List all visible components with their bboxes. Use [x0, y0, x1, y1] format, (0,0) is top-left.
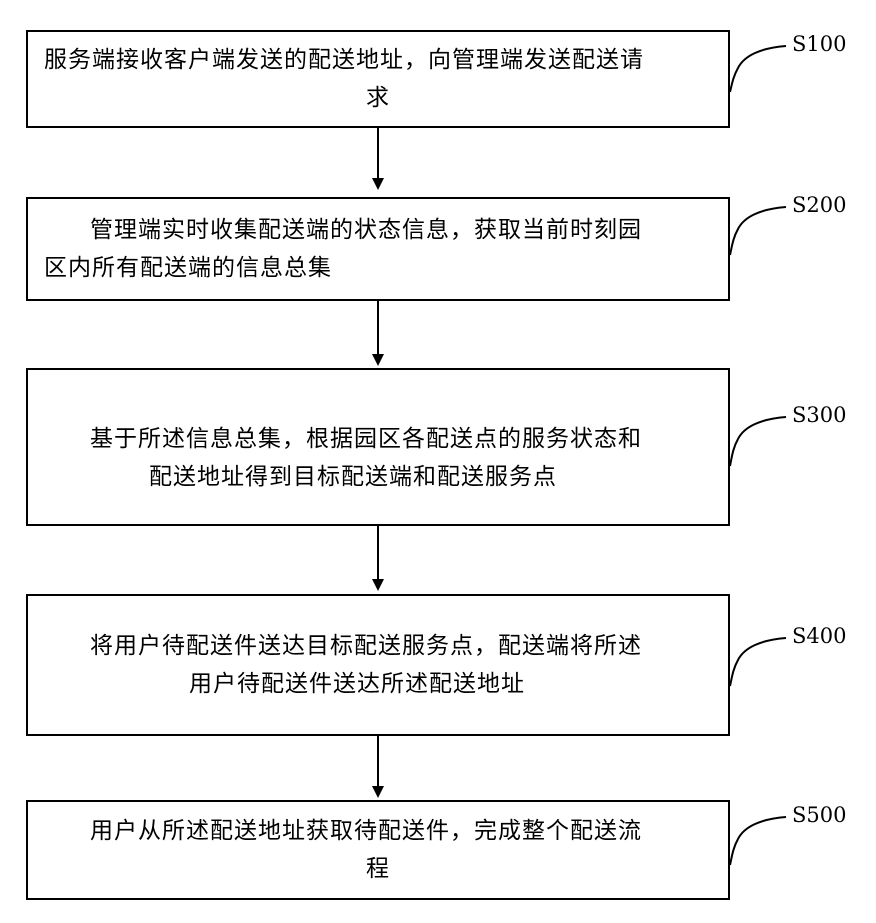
step-s100-line2: 求	[44, 79, 712, 117]
step-s100-line1: 服务端接收客户端发送的配送地址，向管理端发送配送请	[44, 41, 712, 79]
leader-curve-s500	[730, 817, 786, 865]
step-box-s100: 服务端接收客户端发送的配送地址，向管理端发送配送请 求	[26, 30, 730, 128]
flow-arrow-s300-s400	[372, 526, 384, 591]
leader-curve-s400	[730, 638, 786, 686]
step-s200-line1: 管理端实时收集配送端的状态信息，获取当前时刻园	[44, 211, 712, 249]
step-text-s200: 管理端实时收集配送端的状态信息，获取当前时刻园 区内所有配送端的信息总集	[28, 211, 728, 287]
step-s500-line1: 用户从所述配送地址获取待配送件，完成整个配送流	[44, 812, 712, 850]
step-label-s300: S300	[792, 403, 846, 427]
step-box-s300: 基于所述信息总集，根据园区各配送点的服务状态和 配送地址得到目标配送端和配送服务…	[26, 368, 730, 526]
step-s500-line2: 程	[44, 850, 712, 888]
step-label-s400: S400	[792, 624, 846, 648]
step-text-s400: 将用户待配送件送达目标配送服务点，配送端将所述 用户待配送件送达所述配送地址	[28, 627, 728, 703]
step-s400-line2: 用户待配送件送达所述配送地址	[44, 665, 712, 703]
leader-curve-s100	[730, 46, 786, 92]
step-s300-line2: 配送地址得到目标配送端和配送服务点	[44, 458, 712, 496]
step-s400-line1: 将用户待配送件送达目标配送服务点，配送端将所述	[44, 627, 712, 665]
leader-curve-s200	[730, 207, 786, 255]
step-label-s200: S200	[792, 193, 846, 217]
flow-arrow-s200-s300	[372, 301, 384, 366]
step-label-s500: S500	[792, 803, 846, 827]
leader-curve-s300	[730, 417, 786, 466]
step-text-s300: 基于所述信息总集，根据园区各配送点的服务状态和 配送地址得到目标配送端和配送服务…	[28, 420, 728, 496]
step-text-s500: 用户从所述配送地址获取待配送件，完成整个配送流 程	[28, 812, 728, 888]
step-box-s400: 将用户待配送件送达目标配送服务点，配送端将所述 用户待配送件送达所述配送地址	[26, 594, 730, 736]
step-label-s100: S100	[792, 32, 846, 56]
step-text-s100: 服务端接收客户端发送的配送地址，向管理端发送配送请 求	[28, 41, 728, 117]
flow-arrow-s400-s500	[372, 736, 384, 798]
step-s200-line2: 区内所有配送端的信息总集	[44, 249, 712, 287]
step-box-s200: 管理端实时收集配送端的状态信息，获取当前时刻园 区内所有配送端的信息总集	[26, 197, 730, 301]
step-box-s500: 用户从所述配送地址获取待配送件，完成整个配送流 程	[26, 800, 730, 900]
flow-arrow-s100-s200	[372, 128, 384, 190]
step-s300-line1: 基于所述信息总集，根据园区各配送点的服务状态和	[44, 420, 712, 458]
